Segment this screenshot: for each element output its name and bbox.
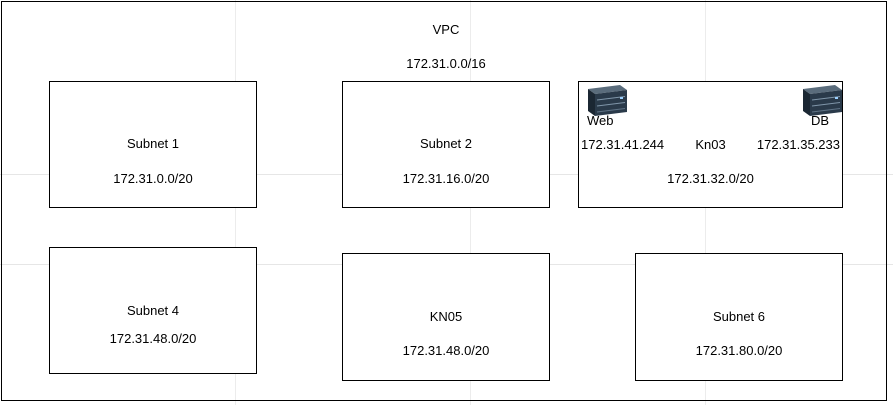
vpc-container[interactable] <box>1 1 887 401</box>
subnet-1-box[interactable]: Subnet 1 172.31.0.0/20 <box>49 81 257 208</box>
subnet-cidr: 172.31.80.0/20 <box>695 343 783 358</box>
subnet-cidr: 172.31.48.0/20 <box>402 343 490 358</box>
server-label-web: Web <box>587 113 614 128</box>
subnet-6-box[interactable]: Subnet 6 172.31.80.0/20 <box>635 253 843 381</box>
vpc-cidr: 172.31.0.0/16 <box>406 56 486 71</box>
subnet-cidr: 172.31.32.0/20 <box>667 171 754 186</box>
subnet-name: Subnet 4 <box>126 303 180 318</box>
subnet-name: Subnet 2 <box>419 136 473 151</box>
server-label-db: DB <box>810 113 829 128</box>
server-ip-db: 172.31.35.233 <box>756 137 840 152</box>
subnet-cidr: 172.31.0.0/20 <box>113 171 193 186</box>
subnet-name: KN05 <box>429 309 463 324</box>
server-icon[interactable] <box>580 83 628 117</box>
subnet-name: Kn03 <box>695 137 726 152</box>
server-ip-web: 172.31.41.244 <box>581 137 665 152</box>
subnet-kn05-box[interactable]: KN05 172.31.48.0/20 <box>342 253 550 381</box>
subnet-kn03-box[interactable]: Web 172.31.41.244 Kn03 DB 172.31.35.233 … <box>578 81 843 208</box>
subnet-name: Subnet 1 <box>126 136 180 151</box>
subnet-4-box[interactable]: Subnet 4 172.31.48.0/20 <box>49 247 257 374</box>
subnet-2-box[interactable]: Subnet 2 172.31.16.0/20 <box>342 81 550 208</box>
subnet-cidr: 172.31.48.0/20 <box>109 331 197 346</box>
server-icon[interactable] <box>795 83 843 117</box>
subnet-cidr: 172.31.16.0/20 <box>402 171 490 186</box>
subnet-name: Subnet 6 <box>712 309 766 324</box>
vpc-title: VPC <box>432 22 460 37</box>
